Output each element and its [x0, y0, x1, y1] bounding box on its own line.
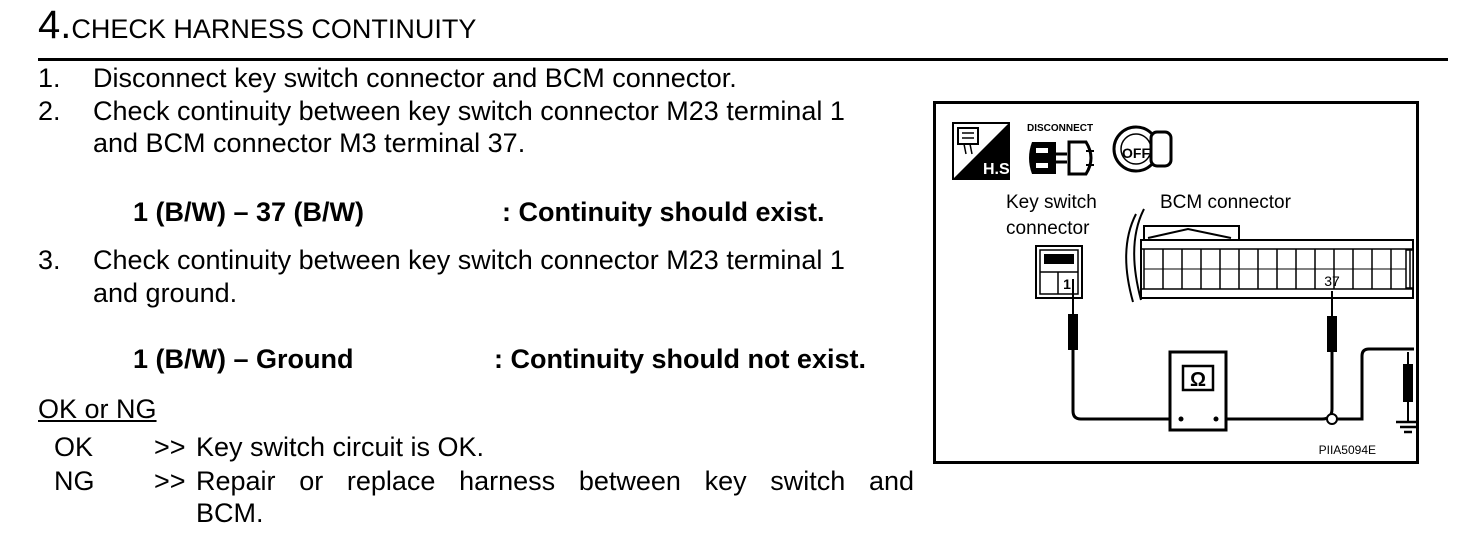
- step-title: CHECK HARNESS CONTINUITY: [71, 14, 477, 44]
- ohm-symbol: Ω: [1190, 369, 1206, 391]
- disconnect-label: DISCONNECT: [1027, 123, 1093, 134]
- bcm-connector-label: BCM connector: [1160, 192, 1292, 213]
- instruction-3-number: 3.: [38, 245, 61, 275]
- hs-label: H.S.: [983, 161, 1014, 178]
- ok-code: OK: [54, 432, 94, 462]
- spec-1-result: : Continuity should exist.: [502, 197, 825, 227]
- instruction-2-line-1: Check continuity between key switch conn…: [93, 96, 845, 126]
- figure-id: PIIA5094E: [1319, 443, 1376, 457]
- ok-arrow: >>: [154, 432, 186, 462]
- step-number: 4.: [38, 3, 72, 47]
- wiring-figure: H.S. DISCONNECT OFF Key switch connector…: [933, 101, 1419, 464]
- ground-symbol: [1396, 420, 1416, 434]
- key-switch-label-line-1: Key switch: [1006, 192, 1097, 213]
- instruction-3-line-2: and ground.: [93, 278, 238, 308]
- instruction-3-line-1: Check continuity between key switch conn…: [93, 245, 845, 275]
- key-switch-label-line-2: connector: [1006, 218, 1090, 239]
- off-label: OFF: [1122, 145, 1150, 161]
- ohmmeter: Ω: [1168, 350, 1228, 432]
- instruction-1-number: 1.: [38, 63, 61, 93]
- instruction-2-line-2: and BCM connector M3 terminal 37.: [93, 128, 526, 158]
- terminal-37-label: 37: [1324, 273, 1340, 289]
- ng-action-line-2: BCM.: [196, 498, 264, 528]
- step-heading: 4.CHECK HARNESS CONTINUITY: [38, 2, 476, 52]
- harness-side-icon: H.S.: [952, 122, 1014, 180]
- ok-ng-heading: OK or NG: [38, 394, 157, 424]
- ok-action: Key switch circuit is OK.: [196, 432, 485, 462]
- bcm-connector: 37: [1125, 208, 1414, 303]
- instruction-2-number: 2.: [38, 96, 61, 126]
- spec-1-terminal: 1 (B/W) – 37 (B/W): [133, 197, 365, 227]
- ignition-off-icon: OFF: [1112, 125, 1173, 173]
- spec-2-terminal: 1 (B/W) – Ground: [133, 344, 354, 374]
- key-switch-connector: 1: [1035, 245, 1083, 299]
- ng-code: NG: [54, 466, 95, 496]
- bcm-cell-grid: [1143, 249, 1411, 289]
- ng-arrow: >>: [154, 466, 186, 496]
- terminal-1-label: 1: [1063, 276, 1071, 292]
- ng-action-line-1: Repair or replace harness between key sw…: [196, 466, 914, 496]
- test-leads: [1068, 279, 1414, 425]
- heading-rule: [38, 58, 1448, 61]
- spec-2-result: : Continuity should not exist.: [494, 344, 866, 374]
- disconnect-icon: DISCONNECT: [1027, 123, 1094, 176]
- instruction-1-line-1: Disconnect key switch connector and BCM …: [93, 63, 737, 93]
